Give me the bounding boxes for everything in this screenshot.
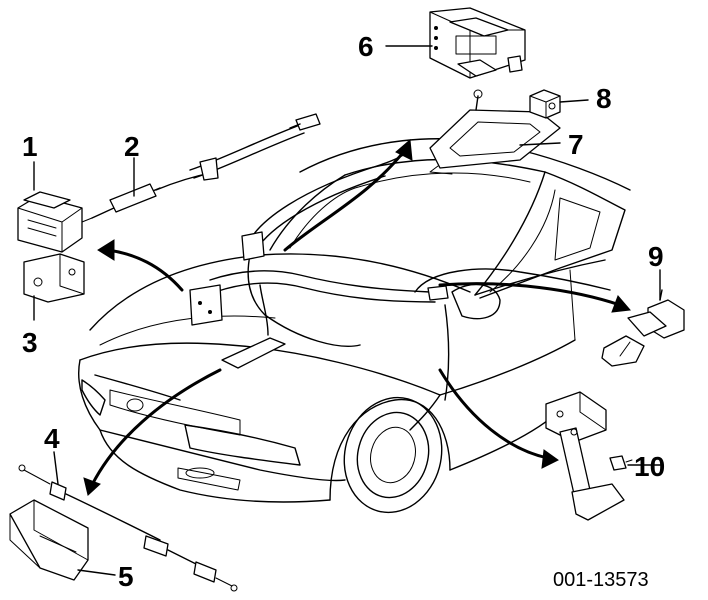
stoplamp-switch	[609, 455, 633, 471]
callout-1: 1	[22, 131, 38, 162]
callout-6: 6	[358, 31, 374, 62]
brake-pedal-assembly	[545, 391, 625, 521]
callout-8: 8	[596, 83, 612, 114]
relay	[529, 89, 561, 119]
harness-connector-center	[189, 284, 223, 326]
callout-3: 3	[22, 327, 38, 358]
throttle-cable	[18, 464, 238, 592]
callout-4: 4	[44, 423, 60, 454]
figure-code: 001-13573	[553, 569, 649, 591]
cruise-switch	[601, 289, 685, 367]
cruise-cable	[91, 113, 321, 219]
callout-5: 5	[118, 561, 134, 592]
control-unit-bracket	[429, 89, 561, 175]
throttle-bracket	[9, 499, 89, 581]
module-bracket	[23, 253, 85, 303]
car-outline	[78, 138, 631, 514]
callout-2: 2	[124, 131, 140, 162]
wiring-harness	[209, 149, 611, 347]
callout-labels: 1 2 3 4 5 6 7 8 9 10	[22, 31, 665, 592]
leader-arrows	[83, 138, 631, 496]
harness-connector-right	[427, 285, 449, 301]
callout-10: 10	[634, 451, 665, 482]
callout-9: 9	[648, 241, 664, 272]
hood-pad	[221, 337, 286, 369]
harness-connector-upper	[241, 231, 265, 261]
callout-7: 7	[568, 129, 584, 160]
control-unit	[429, 7, 526, 79]
cruise-control-module	[17, 191, 93, 253]
callout-leaders	[33, 45, 661, 576]
